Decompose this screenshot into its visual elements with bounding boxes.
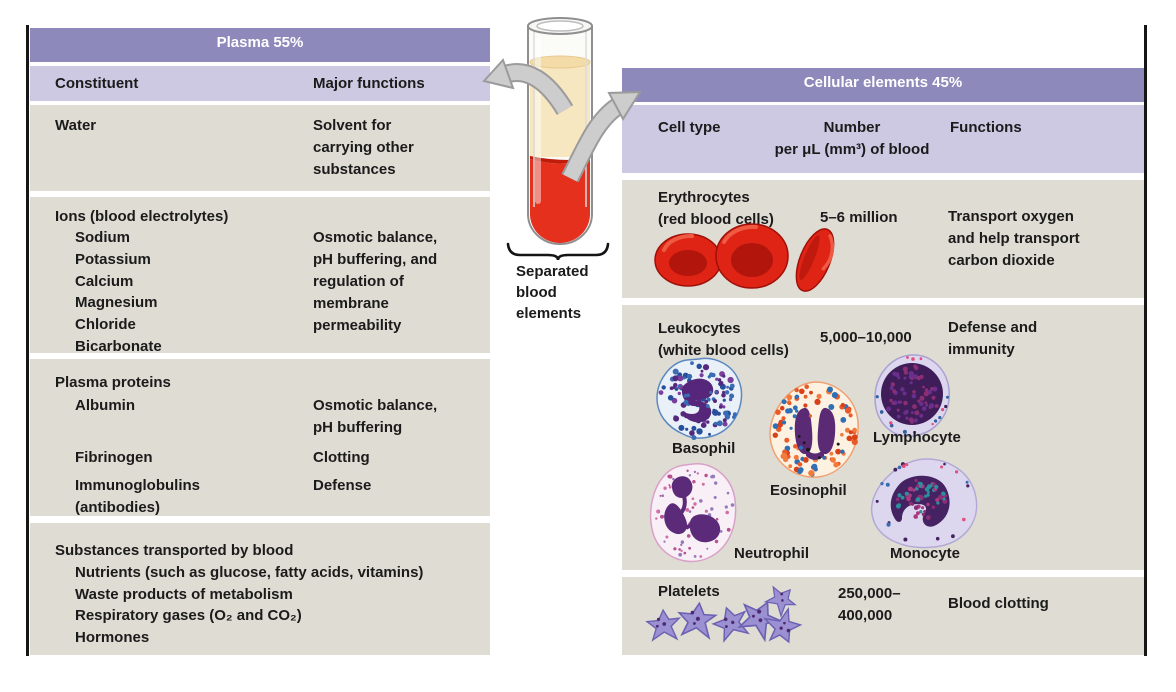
transported-item: Nutrients (such as glucose, fatty acids,… (75, 564, 424, 581)
plasma-row-proteins: Plasma proteins Albumin Osmotic balance,… (30, 359, 490, 516)
cellular-title: Cellular elements 45% (803, 74, 963, 91)
plasma-header: Plasma 55% (30, 28, 490, 62)
col-number-line1: Number (823, 119, 881, 136)
arrow-to-cellular-icon (561, 90, 642, 183)
protein-function: Clotting (313, 449, 370, 466)
protein-function: Osmotic balance, pH buffering (313, 397, 438, 436)
proteins-heading: Plasma proteins (55, 374, 171, 391)
cellular-header: Cellular elements 45% (622, 68, 1144, 102)
row-platelets: Platelets 250,000– 400,000 Blood clottin… (622, 577, 1144, 655)
col-constituent: Constituent (55, 75, 139, 92)
ions-heading: Ions (blood electrolytes) (55, 208, 229, 225)
monocyte-icon (870, 458, 978, 549)
neutrophil-label: Neutrophil (734, 545, 809, 562)
erythrocytes-number: 5–6 million (820, 209, 898, 226)
water-name: Water (55, 117, 97, 134)
protein-function: Defense (313, 477, 372, 494)
erythrocytes-name: Erythrocytes (658, 189, 750, 206)
separated-blood-label: Separated blood elements (516, 263, 589, 322)
platelets-number-line1: 250,000– (838, 585, 901, 602)
basophil-label: Basophil (672, 440, 736, 457)
plasma-row-water: Water Solvent for carrying other substan… (30, 105, 490, 191)
arrow-to-plasma-icon (482, 58, 574, 116)
col-functions: Functions (950, 119, 1022, 136)
ion-item: Potassium (75, 250, 151, 268)
red-blood-cells-icon (654, 223, 835, 292)
cellular-column-header: Cell type Number per μL (mm³) of blood F… (622, 105, 1144, 173)
eosinophil-icon (769, 381, 859, 478)
plasma-row-transported: Substances transported by blood Nutrient… (30, 523, 490, 655)
platelets-function: Blood clotting (948, 595, 1049, 612)
neutrophil-icon (649, 463, 737, 563)
col-cell-type: Cell type (658, 119, 721, 136)
plasma-column-header: Constituent Major functions (30, 66, 490, 101)
right-rule (1144, 25, 1147, 656)
protein-name: Fibrinogen (75, 449, 153, 466)
plasma-row-ions: Ions (blood electrolytes) Sodium Potassi… (30, 197, 490, 355)
water-function: Solvent for carrying other substances (313, 117, 414, 178)
transported-heading: Substances transported by blood (55, 542, 294, 559)
basophil-icon (656, 357, 743, 441)
flow-arrows (482, 58, 642, 183)
platelets-number-line2: 400,000 (838, 607, 893, 624)
eosinophil-label: Eosinophil (770, 482, 847, 499)
lymphocyte-icon (874, 354, 950, 438)
col-major-functions: Major functions (313, 75, 425, 92)
transported-item: Waste products of metabolism (75, 585, 293, 603)
left-rule (26, 25, 29, 656)
test-tube-icon (527, 17, 593, 245)
ions-list: Sodium Potassium Calcium Magnesium Chlor… (75, 227, 162, 358)
ion-item: Chloride (75, 316, 136, 334)
platelets-icon: .plt{fill:#9b90d1;stroke:#6b60b2;stroke-… (645, 585, 803, 644)
transported-item: Respiratory gases (O₂ and CO₂) (75, 607, 302, 625)
ions-function: Osmotic balance, pH buffering, and regul… (313, 229, 438, 334)
ion-item: Sodium (75, 229, 130, 246)
platelets-name: Platelets (658, 583, 720, 600)
transported-list: Nutrients (such as glucose, fatty acids,… (75, 562, 485, 649)
ion-item: Bicarbonate (75, 337, 162, 355)
ion-item: Magnesium (75, 294, 158, 312)
leukocytes-function: Defense and immunity (948, 319, 1038, 358)
brace-icon (506, 242, 610, 261)
protein-name: Immunoglobulins (antibodies) (75, 477, 200, 516)
protein-name: Albumin (75, 397, 135, 414)
monocyte-label: Monocyte (890, 545, 961, 562)
leukocytes-sub: (white blood cells) (658, 342, 789, 359)
row-leukocytes: Leukocytes (white blood cells) 5,000–10,… (622, 305, 1144, 570)
leukocytes-number: 5,000–10,000 (820, 329, 912, 346)
plasma-title: Plasma 55% (216, 34, 304, 51)
lymphocyte-label: Lymphocyte (873, 429, 961, 446)
col-number-line2: per μL (mm³) of blood (774, 141, 930, 158)
erythrocytes-function: Transport oxygen and help transport carb… (948, 208, 1080, 269)
erythrocytes-sub: (red blood cells) (658, 211, 774, 228)
leukocytes-name: Leukocytes (658, 320, 741, 337)
transported-item: Hormones (75, 629, 150, 647)
row-erythrocytes: Erythrocytes (red blood cells) 5–6 milli… (622, 180, 1144, 298)
ion-item: Calcium (75, 272, 134, 290)
